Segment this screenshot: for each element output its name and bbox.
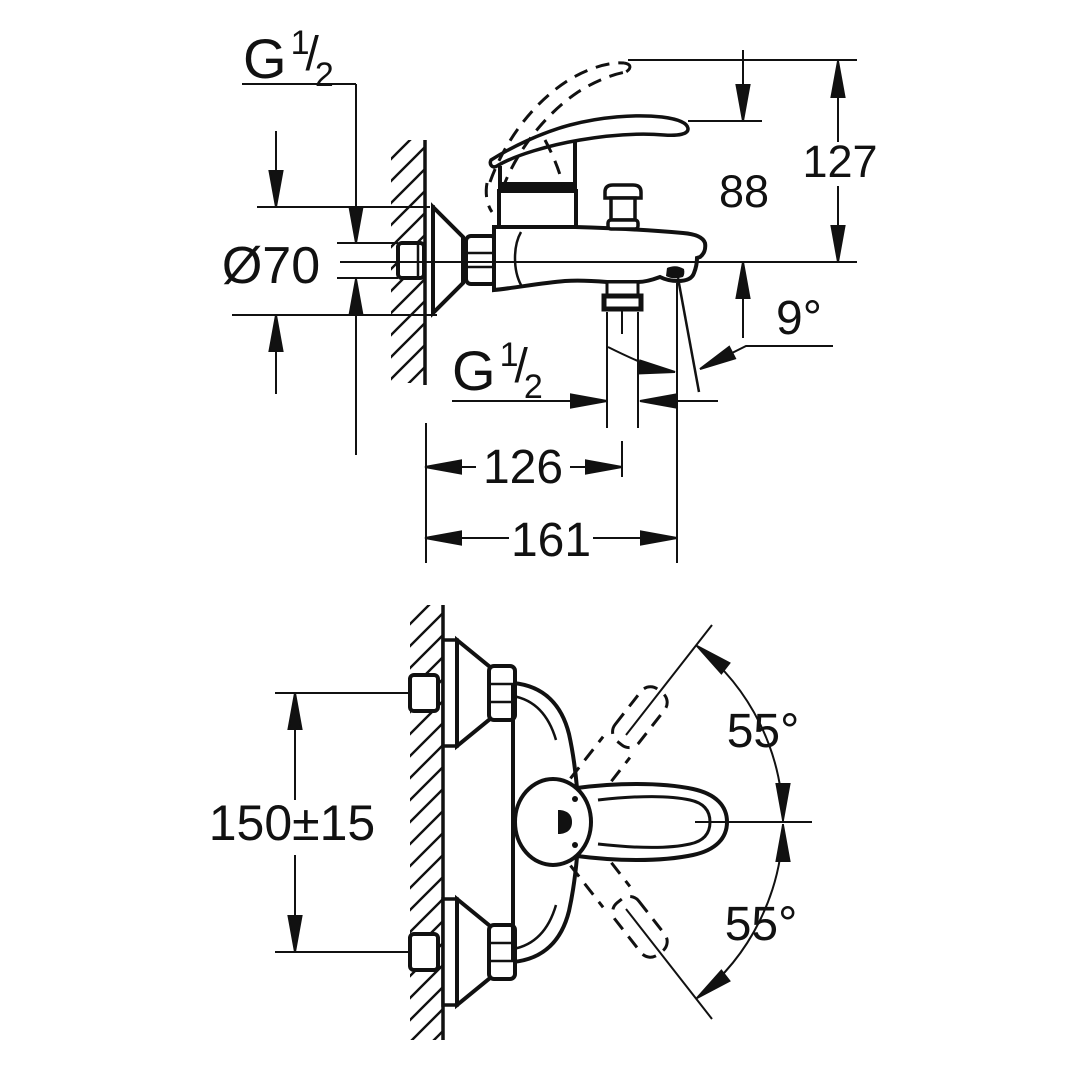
escutcheon-cone bbox=[431, 202, 465, 318]
body-front-seam bbox=[513, 231, 523, 286]
label-depth-161: 161 bbox=[511, 514, 591, 567]
cartridge-block bbox=[497, 140, 578, 229]
dim-depths bbox=[424, 311, 678, 563]
label-swivel-upper: 55° bbox=[727, 705, 800, 758]
wall-section-plan bbox=[410, 605, 445, 1040]
dim-swivel-angles bbox=[625, 624, 812, 1020]
lever-swivel-dashed-upper bbox=[569, 685, 669, 801]
dim-heights bbox=[628, 50, 857, 338]
label-height-127: 127 bbox=[802, 136, 877, 187]
lever-handle bbox=[488, 114, 690, 169]
aerator-outlet-mark bbox=[666, 266, 685, 279]
dim-connection-spacing bbox=[275, 692, 410, 953]
label-connection-spacing: 150±15 bbox=[209, 795, 375, 851]
diverter-knob bbox=[603, 183, 643, 231]
union-nut bbox=[464, 234, 498, 286]
label-height-88: 88 bbox=[719, 166, 769, 217]
faucet-body-spout bbox=[492, 225, 708, 293]
lever-dot-upper bbox=[572, 796, 578, 802]
lever-swivel-dashed-lower bbox=[569, 843, 669, 959]
upper-union bbox=[408, 635, 517, 751]
lever-raised-dashed bbox=[484, 61, 632, 213]
dim-g-half-shower bbox=[452, 312, 718, 428]
label-depth-126: 126 bbox=[483, 441, 563, 494]
dim-g-half-wall bbox=[242, 83, 364, 455]
lever-dot-lower bbox=[572, 842, 578, 848]
dim-spray-angle bbox=[607, 277, 833, 563]
label-spray-angle-9: 9° bbox=[776, 292, 822, 345]
side-view bbox=[232, 50, 857, 563]
lever-knob-plan bbox=[513, 777, 593, 867]
dim-escutcheon-diameter bbox=[232, 131, 437, 394]
lever-cap-mark bbox=[558, 810, 572, 834]
wall-pipe-stub bbox=[337, 241, 426, 280]
plan-view bbox=[275, 605, 812, 1040]
faucet-body-plan bbox=[511, 681, 579, 964]
label-swivel-lower: 55° bbox=[725, 898, 798, 951]
label-escutcheon-diameter: Ø70 bbox=[222, 237, 320, 295]
